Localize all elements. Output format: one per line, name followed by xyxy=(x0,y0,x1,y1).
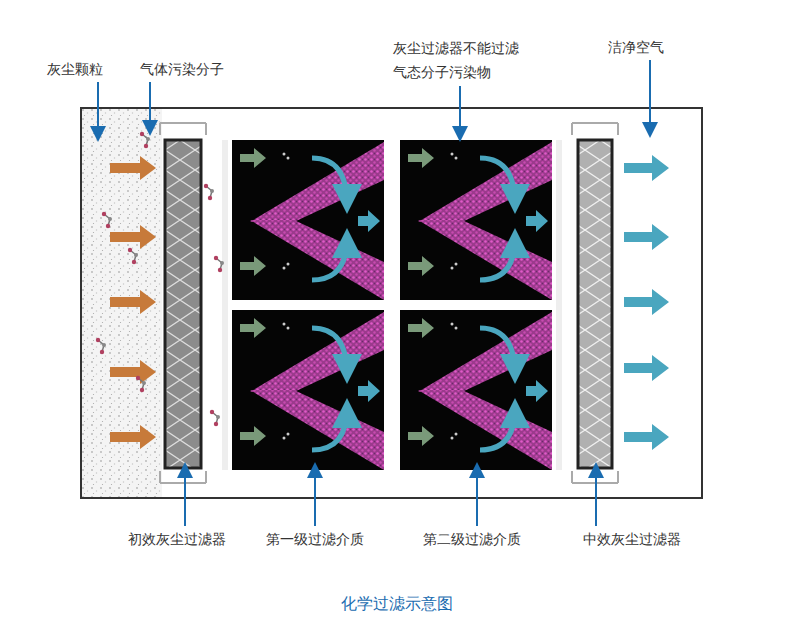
callout-label: 第一级过滤介质 xyxy=(266,528,364,550)
callout-label: 气体污染分子 xyxy=(140,58,224,80)
callout-label: 初效灰尘过滤器 xyxy=(128,528,226,550)
callout-label: 灰尘颗粒 xyxy=(47,58,103,80)
figure-caption: 化学过滤示意图 xyxy=(341,594,453,615)
callout-label: 灰尘过滤器不能过滤 气态分子污染物 xyxy=(393,36,528,84)
callout-label: 第二级过滤介质 xyxy=(423,528,521,550)
callout-label: 洁净空气 xyxy=(608,36,664,58)
callout-label: 中效灰尘过滤器 xyxy=(583,528,681,550)
